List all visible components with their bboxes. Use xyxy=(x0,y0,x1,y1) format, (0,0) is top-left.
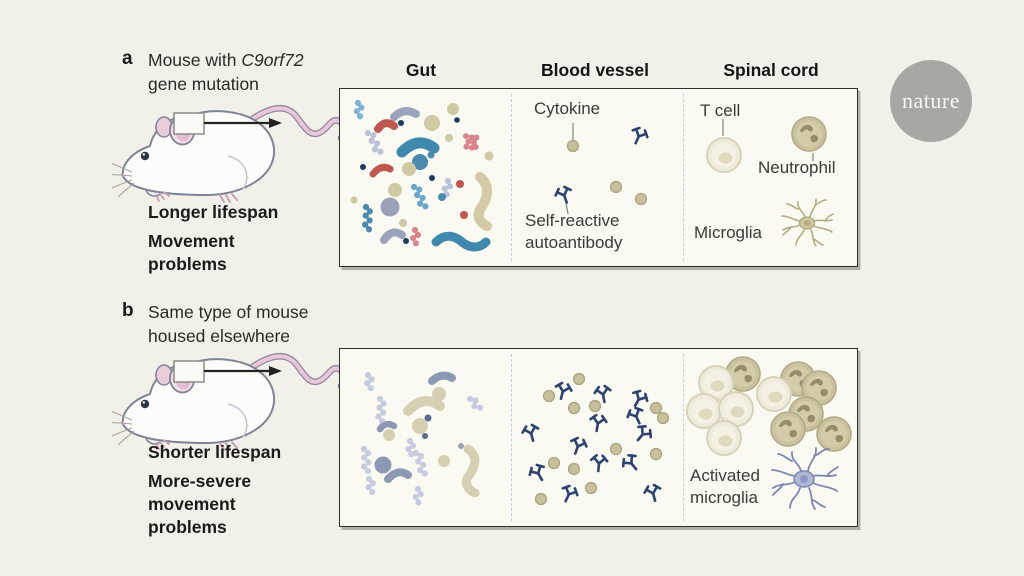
outcome-longer-lifespan: Longer lifespan xyxy=(148,202,279,222)
nature-logo-text: nature xyxy=(902,88,960,113)
panel-b-title-line1: Same type of mouse xyxy=(148,302,309,322)
label-microglia: Microglia xyxy=(694,223,763,242)
section-divider xyxy=(511,354,512,521)
outcome-more-severe-movement-problems: More-severe movement problems xyxy=(148,471,252,537)
panel-b-outcomes: Shorter lifespan More-severe movement pr… xyxy=(148,441,300,539)
gut-microbes-diverse xyxy=(350,99,494,252)
column-header-gut: Gut xyxy=(405,60,437,80)
panel-b-letter: b xyxy=(122,300,134,321)
column-header-blood-vessel: Blood vessel xyxy=(541,60,649,80)
label-cytokine: Cytokine xyxy=(534,99,601,118)
label-neutrophil: Neutrophil xyxy=(758,158,836,177)
blood-vessel-contents-a xyxy=(552,123,651,215)
panel-b-title-line2: housed elsewhere xyxy=(148,326,291,346)
panel-b-title: Same type of mouse housed elsewhere xyxy=(148,300,358,348)
spinal-cord-cells-a xyxy=(706,116,834,247)
panel-a-title: Mouse with C9orf72 gene mutation xyxy=(148,48,358,96)
panel-a-box: Cytokine Self-reactive autoantibody T ce… xyxy=(339,88,858,267)
nature-logo: nature xyxy=(890,60,972,142)
column-header-spinal-cord: Spinal cord xyxy=(723,60,819,80)
label-activated-microglia: Activated microglia xyxy=(690,466,760,507)
panel-b-artwork xyxy=(358,356,852,510)
label-t-cell: T cell xyxy=(700,101,741,120)
panel-a-letter: a xyxy=(122,48,133,69)
section-divider xyxy=(511,94,512,261)
outcome-movement-problems: Movement problems xyxy=(148,231,235,274)
panel-a-artwork xyxy=(350,99,834,252)
panel-a-outcomes: Longer lifespan Movement problems xyxy=(148,201,300,276)
panel-a-title-line2: gene mutation xyxy=(148,74,259,94)
blood-vessel-contents-b xyxy=(520,372,670,506)
panel-a-title-prefix: Mouse with xyxy=(148,50,242,70)
section-divider xyxy=(683,354,684,521)
panel-b-box: Activated microglia xyxy=(339,348,858,527)
gut-microbes-altered xyxy=(358,371,485,507)
outcome-shorter-lifespan: Shorter lifespan xyxy=(148,442,282,462)
mouse-illustration-a xyxy=(112,100,348,210)
gene-name-italic: C9orf72 xyxy=(241,50,304,70)
section-divider xyxy=(683,94,684,261)
label-self-reactive-autoantibody: Self-reactive autoantibody xyxy=(525,211,623,252)
